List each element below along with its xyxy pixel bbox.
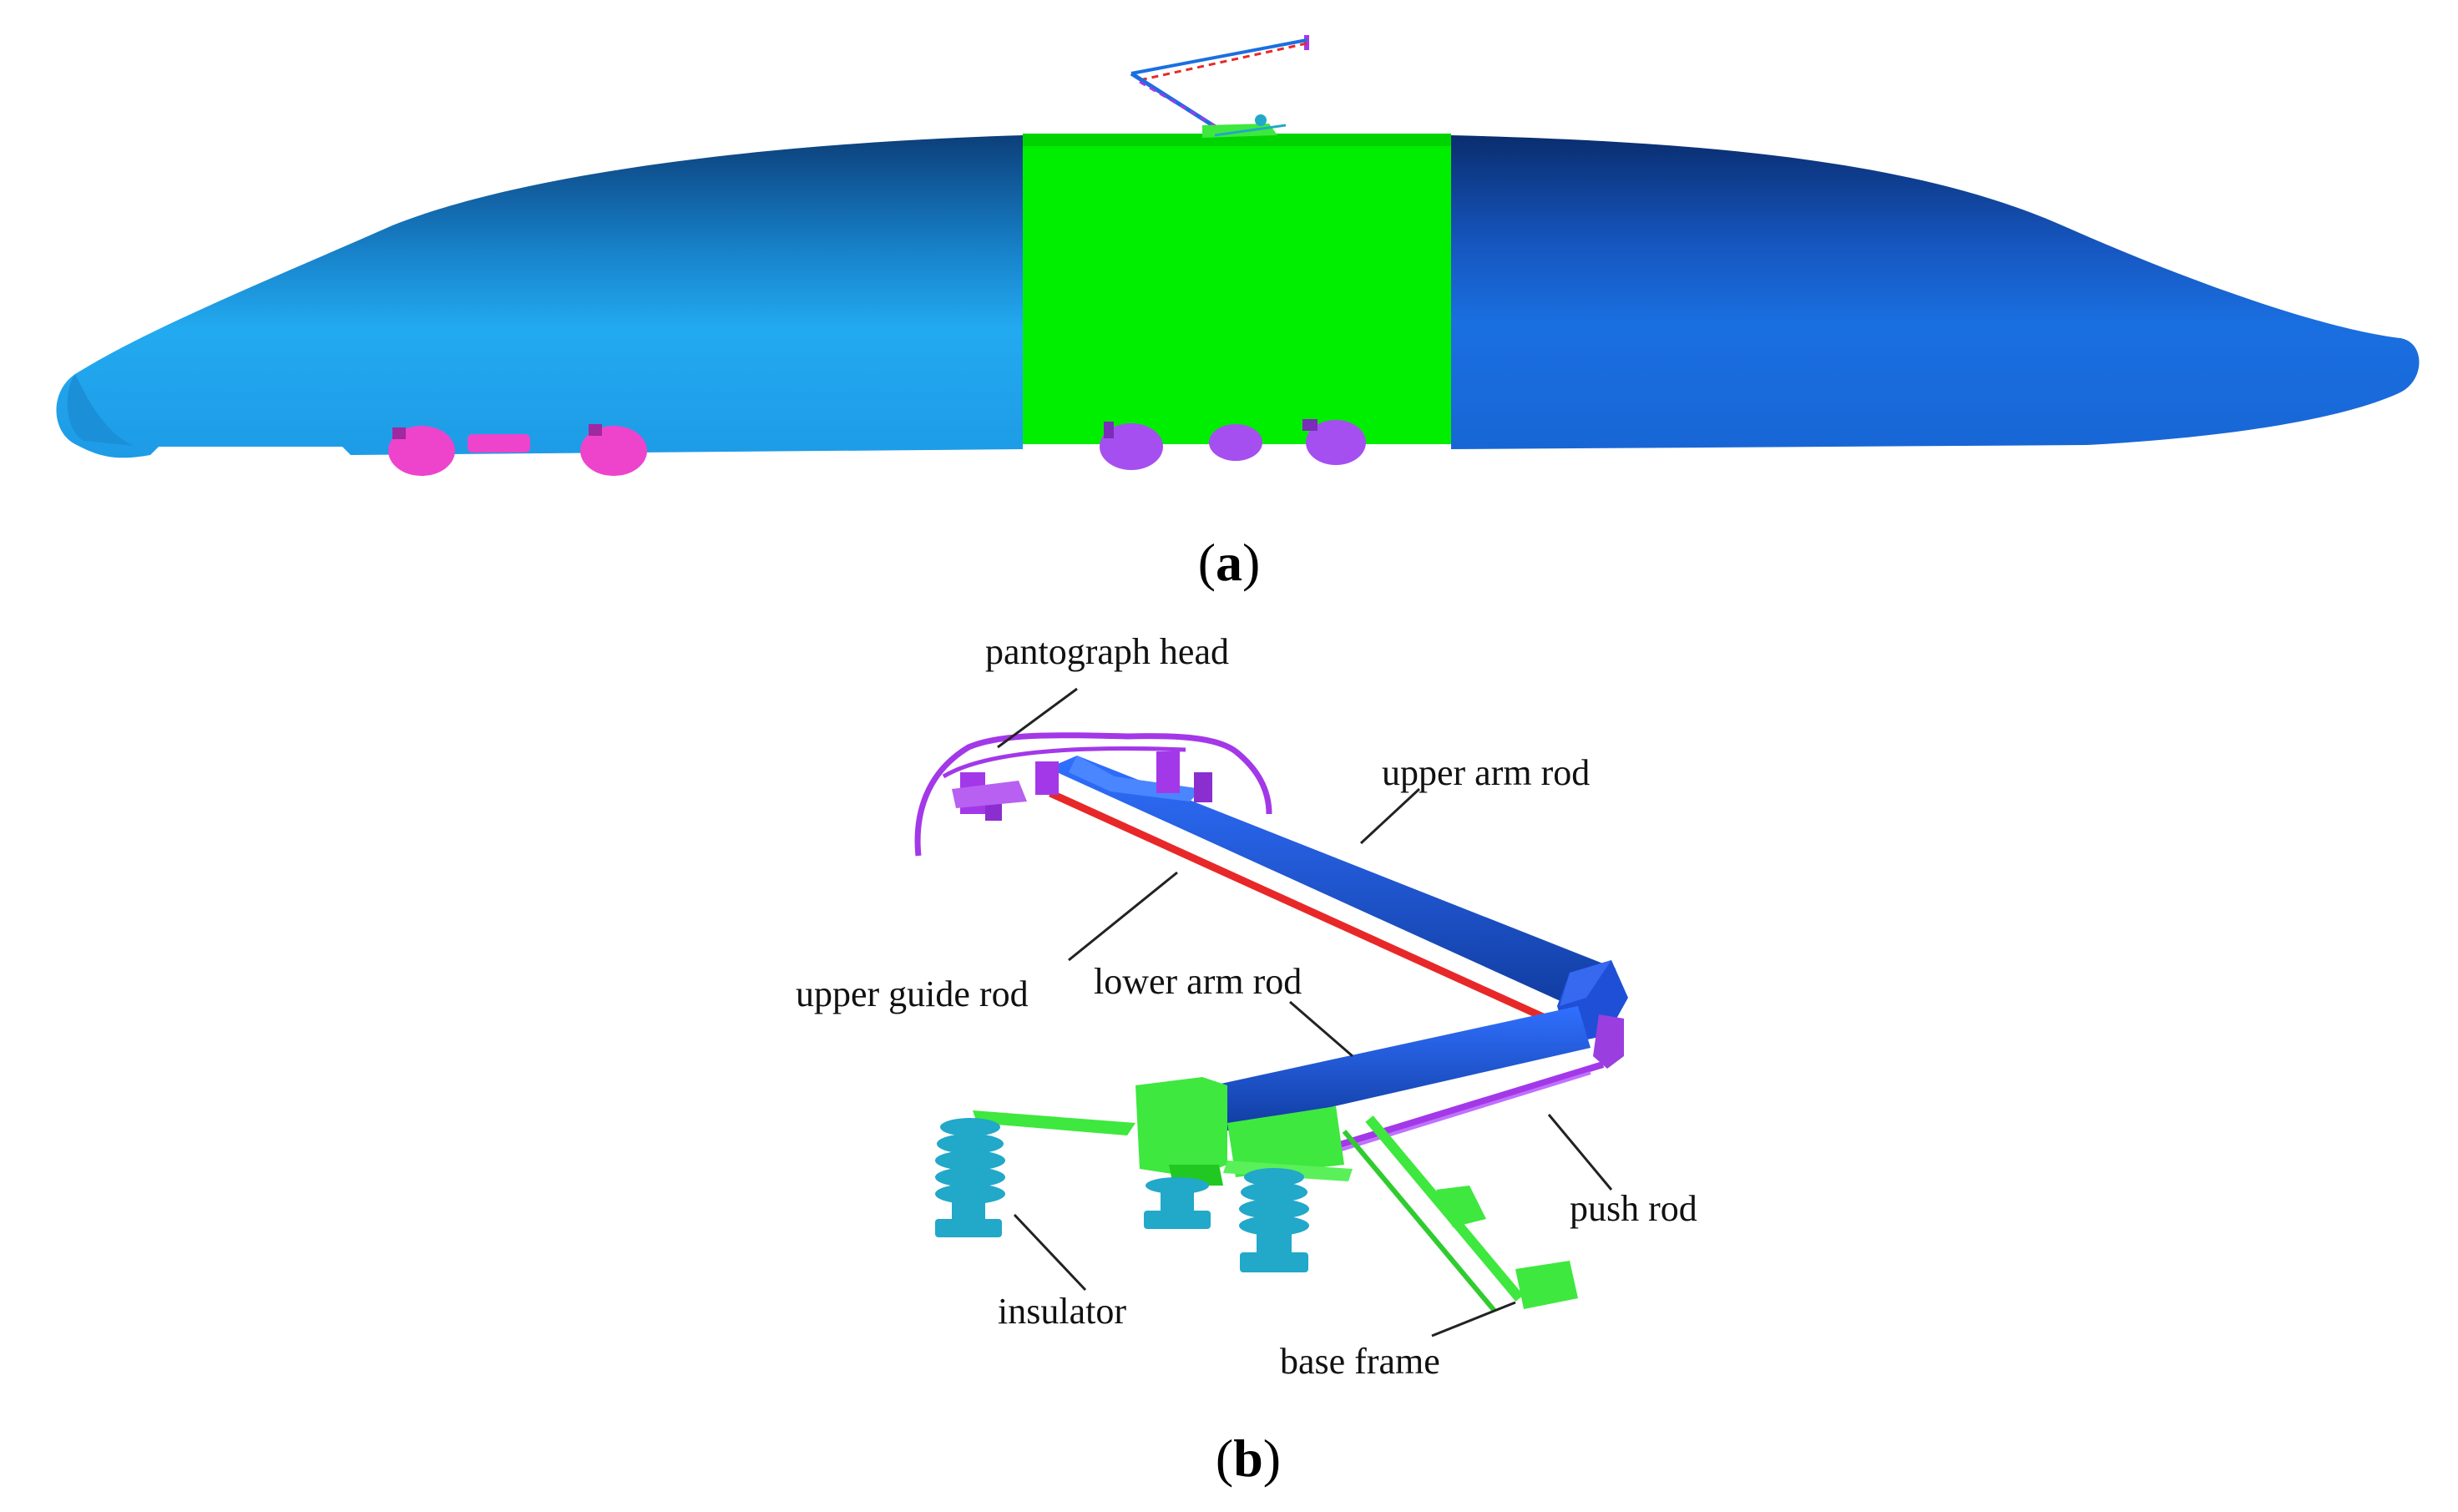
middle-car [1023, 134, 1451, 444]
caption-a-letter: a [1216, 533, 1242, 592]
push-rod-upright [1593, 1014, 1624, 1069]
front-bogies [388, 424, 647, 476]
leader-base-frame [1431, 1301, 1516, 1338]
label-push-rod: push rod [1570, 1188, 1697, 1229]
middle-bogies [1100, 419, 1366, 470]
upper-guide-rod [1049, 789, 1545, 1021]
pantograph-head [914, 732, 1272, 857]
caption-b-letter: b [1233, 1429, 1263, 1488]
upper-arm-rod [1048, 756, 1616, 1019]
leader-pantograph-head [997, 687, 1078, 749]
tail-car [1451, 135, 2420, 449]
caption-a: (a) [1198, 533, 1261, 592]
label-upper-arm-rod: upper arm rod [1382, 752, 1590, 793]
label-insulator: insulator [998, 1291, 1126, 1332]
leader-lower-arm-rod [1289, 1000, 1353, 1058]
label-lower-arm-rod: lower arm rod [1094, 961, 1302, 1002]
lower-arm-rod [1194, 1006, 1591, 1135]
train-side-view [56, 35, 2420, 476]
insulator-right [1239, 1168, 1309, 1272]
lead-car [56, 135, 1023, 458]
label-pantograph-head: pantograph head [985, 631, 1229, 672]
middle-car-roof [1023, 134, 1451, 146]
lead-car-skirt [67, 374, 134, 446]
roof-pantograph [1130, 35, 1309, 138]
leader-upper-arm-rod [1359, 787, 1421, 845]
caption-b: (b) [1216, 1429, 1281, 1488]
leader-push-rod [1547, 1114, 1613, 1191]
label-base-frame: base frame [1280, 1341, 1440, 1382]
base-frame [973, 1077, 1578, 1312]
pantograph-detail: pantograph head upper arm rod upper guid… [796, 631, 1697, 1382]
insulator-left [935, 1118, 1005, 1237]
label-upper-guide-rod: upper guide rod [796, 973, 1029, 1014]
leader-insulator [1013, 1213, 1087, 1292]
leader-upper-guide-rod [1068, 871, 1178, 962]
insulator-center [1144, 1177, 1211, 1229]
